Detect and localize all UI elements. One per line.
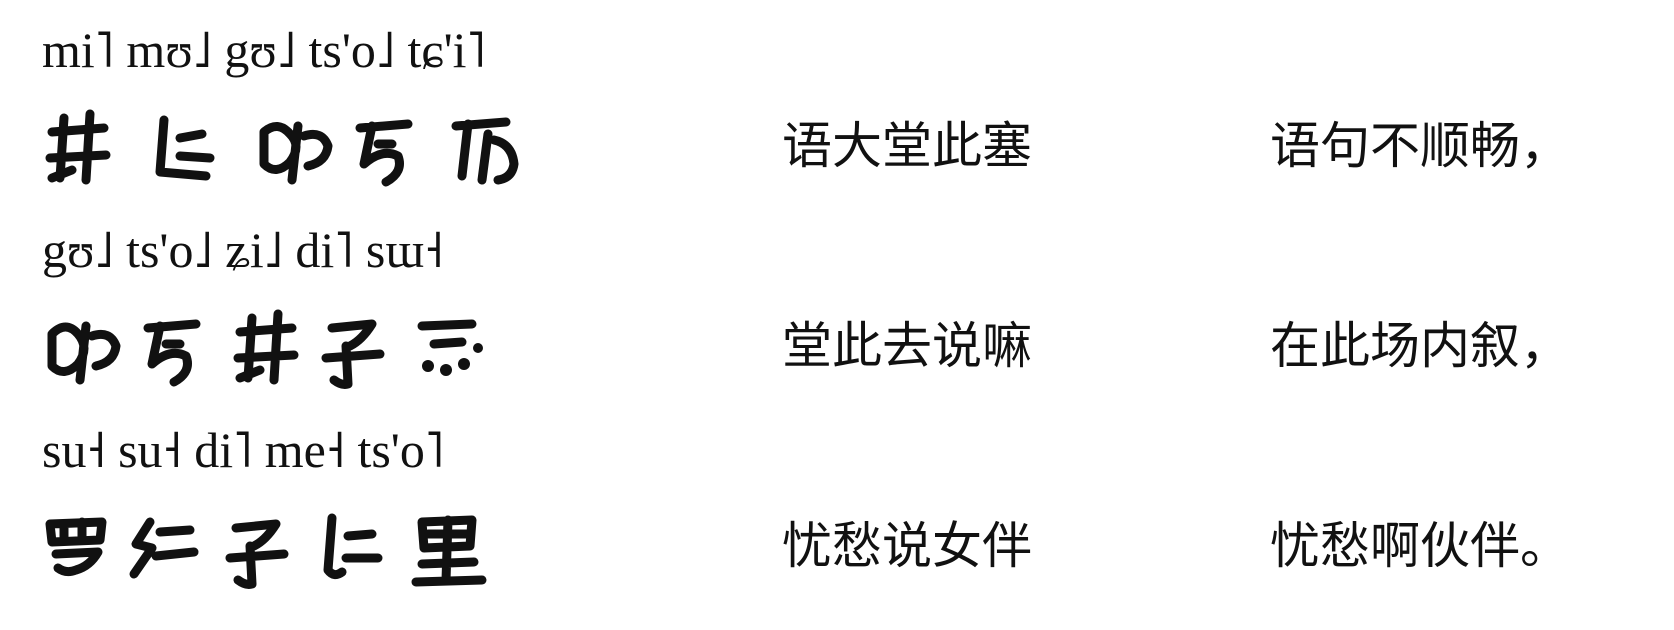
script-glyph-1 bbox=[45, 109, 111, 185]
chinese-translation: 语句不顺畅， bbox=[1270, 117, 1570, 175]
script-line bbox=[42, 100, 542, 190]
script-glyph-2 bbox=[143, 319, 201, 387]
verse-1: mi˥ mʊ˩ gʊ˩ ts'o˩ tɕ'i˥ 语大堂此塞 语句不顺畅， bbox=[0, 18, 1674, 218]
script-glyph-4 bbox=[321, 319, 385, 389]
script-glyph-2 bbox=[155, 115, 215, 181]
ipa-line: su˧ su˧ di˥ me˧ ts'o˥ bbox=[42, 422, 444, 478]
script-glyph-1 bbox=[47, 321, 121, 385]
chinese-translation: 忧愁啊伙伴。 bbox=[1270, 517, 1570, 575]
chinese-translation: 在此场内叙， bbox=[1270, 317, 1570, 375]
ipa-line: gʊ˩ ts'o˩ ʑi˩ di˥ sɯ˧ bbox=[42, 222, 444, 278]
script-glyph-3 bbox=[233, 309, 299, 385]
verse-3: su˧ su˧ di˥ me˧ ts'o˥ 忧愁说女伴 忧愁啊伙伴。 bbox=[0, 418, 1674, 618]
ipa-line: mi˥ mʊ˩ gʊ˩ ts'o˩ tɕ'i˥ bbox=[42, 22, 486, 78]
script-glyph-5 bbox=[417, 319, 483, 376]
script-line bbox=[42, 300, 542, 390]
script-glyph-4 bbox=[355, 119, 413, 187]
script-glyphs-svg bbox=[47, 309, 483, 389]
script-line bbox=[42, 500, 542, 590]
chinese-transliteration: 堂此去说嘛 bbox=[782, 317, 1032, 375]
script-glyph-3 bbox=[259, 121, 333, 185]
script-glyph-3 bbox=[225, 519, 289, 589]
script-glyph-5 bbox=[411, 515, 487, 587]
script-glyph-5 bbox=[451, 117, 519, 185]
chinese-transliteration: 语大堂此塞 bbox=[782, 117, 1032, 175]
script-glyphs-svg bbox=[45, 109, 519, 187]
script-glyphs-svg bbox=[45, 513, 487, 589]
verse-2: gʊ˩ ts'o˩ ʑi˩ di˥ sɯ˧ 堂此去说嘛 在 bbox=[0, 218, 1674, 418]
script-glyph-4 bbox=[323, 513, 383, 580]
script-glyph-1 bbox=[45, 517, 107, 577]
chinese-transliteration: 忧愁说女伴 bbox=[782, 517, 1032, 575]
script-glyph-2 bbox=[129, 517, 199, 579]
